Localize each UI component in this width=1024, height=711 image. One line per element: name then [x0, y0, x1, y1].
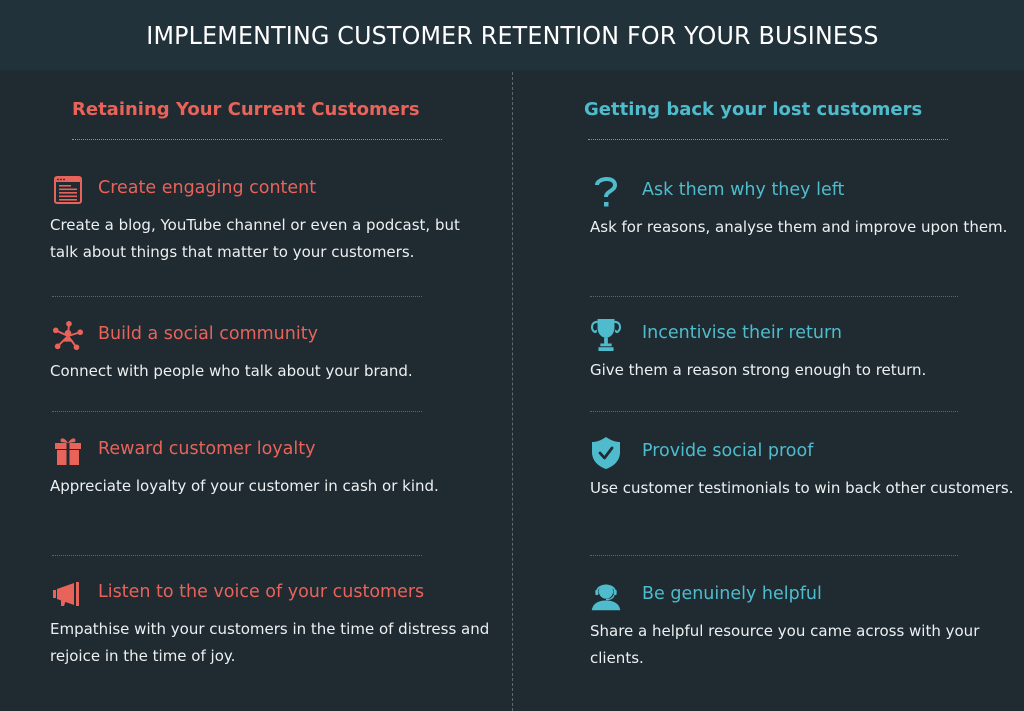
page-header: IMPLEMENTING CUSTOMER RETENTION FOR YOUR…	[0, 0, 1024, 70]
column-divider	[512, 72, 513, 711]
tip-title: Create engaging content	[98, 178, 317, 198]
tip-ask-why-they-left: Ask them why they left Ask for reasons, …	[590, 176, 1020, 236]
item-divider	[52, 411, 422, 412]
item-divider	[590, 296, 958, 297]
tip-build-social-community: Build a social community Connect with pe…	[50, 320, 482, 380]
tip-description: Connect with people who talk about your …	[50, 362, 413, 380]
gift-icon	[52, 435, 84, 467]
page-title: IMPLEMENTING CUSTOMER RETENTION FOR YOUR…	[145, 20, 879, 50]
item-divider	[52, 555, 422, 556]
item-divider	[590, 555, 958, 556]
tip-description: Ask for reasons, analyse them and improv…	[590, 218, 1008, 236]
tip-title: Listen to the voice of your customers	[98, 582, 425, 602]
tip-description: Use customer testimonials to win back ot…	[590, 479, 1014, 497]
tip-title: Be genuinely helpful	[642, 584, 822, 604]
tip-be-genuinely-helpful: Be genuinely helpful Share a helpful res…	[590, 580, 1020, 667]
item-divider	[52, 296, 422, 297]
tip-description: Appreciate loyalty of your customer in c…	[50, 477, 439, 495]
tip-title: Build a social community	[98, 324, 318, 344]
tip-listen-to-customers: Listen to the voice of your customers Em…	[50, 578, 489, 665]
megaphone-icon	[52, 578, 84, 610]
tip-create-engaging-content: Create engaging content Create a blog, Y…	[50, 174, 482, 261]
tip-description: Give them a reason strong enough to retu…	[590, 361, 927, 379]
section-heading-underline	[588, 139, 948, 140]
support-agent-icon	[590, 580, 622, 612]
social-network-icon	[52, 320, 84, 352]
tip-description: Share a helpful resource you came across…	[590, 622, 980, 667]
question-mark-icon	[590, 176, 622, 208]
trophy-icon	[590, 319, 622, 351]
tip-incentivise-return: Incentivise their return Give them a rea…	[590, 319, 1020, 379]
shield-check-icon	[590, 437, 622, 469]
tip-title: Ask them why they left	[642, 180, 845, 200]
section-heading-retaining: Retaining Your Current Customers	[72, 99, 420, 120]
tip-title: Provide social proof	[642, 441, 814, 461]
section-heading-lost: Getting back your lost customers	[584, 99, 923, 120]
tip-description: Empathise with your customers in the tim…	[50, 620, 490, 665]
section-heading-underline	[72, 139, 442, 140]
tip-description: Create a blog, YouTube channel or even a…	[50, 216, 460, 261]
tip-reward-customer-loyalty: Reward customer loyalty Appreciate loyal…	[50, 435, 482, 495]
tip-title: Incentivise their return	[642, 323, 842, 343]
tip-title: Reward customer loyalty	[98, 439, 316, 459]
browser-content-icon	[52, 174, 84, 206]
item-divider	[590, 411, 958, 412]
tip-provide-social-proof: Provide social proof Use customer testim…	[590, 437, 1020, 497]
